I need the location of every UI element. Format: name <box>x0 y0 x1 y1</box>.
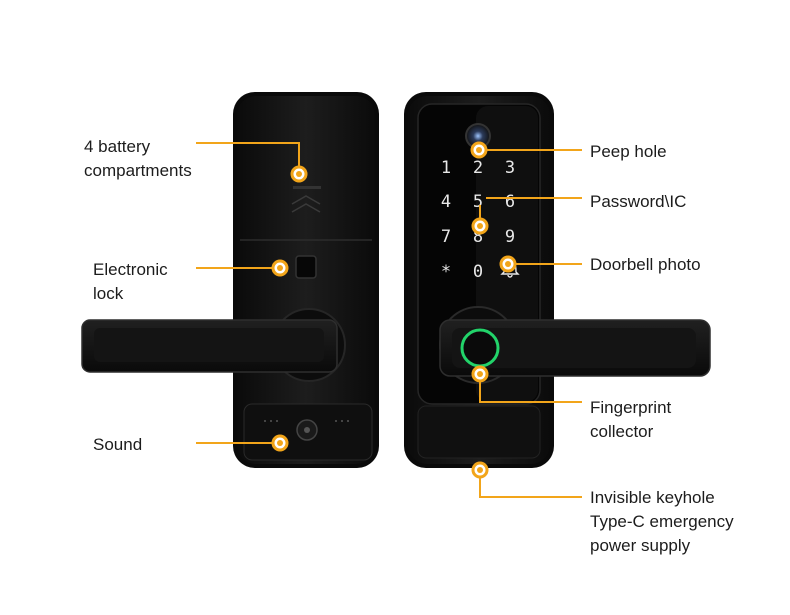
keypad-key: 7 <box>441 227 451 247</box>
label-password-ic: Password\IC <box>590 192 687 211</box>
fingerprint-reader <box>460 328 500 368</box>
keypad-key: 5 <box>473 192 483 212</box>
label-peep-hole: Peep hole <box>590 142 667 161</box>
lock-knob <box>295 255 317 279</box>
keypad-key: 4 <box>441 192 451 212</box>
label-fingerprint-collector: Fingerprint collector <box>590 398 672 441</box>
label-doorbell-photo: Doorbell photo <box>590 255 701 274</box>
label-battery-compartments: 4 battery compartments <box>84 137 192 180</box>
back-lock-body <box>233 92 379 468</box>
front-handle <box>439 319 711 377</box>
label-electronic-lock: Electronic lock <box>93 260 168 303</box>
label-sound: Sound <box>93 435 143 454</box>
back-handle <box>81 319 338 373</box>
keypad-key: * <box>441 262 451 282</box>
label-keyhole-typec: Invisible keyhole Type-C emergency power… <box>590 488 734 555</box>
keypad-key: 3 <box>505 158 515 178</box>
keypad-key: 2 <box>473 158 483 178</box>
keypad-key: 9 <box>505 227 515 247</box>
keypad-key: 6 <box>505 192 515 212</box>
keypad-key: 1 <box>441 158 451 178</box>
keypad-key: 8 <box>473 227 483 247</box>
keypad-key: 0 <box>473 262 483 282</box>
callout-lines <box>196 142 582 498</box>
keypad: 1 2 3 4 5 6 7 8 9 * 0 <box>441 158 520 282</box>
